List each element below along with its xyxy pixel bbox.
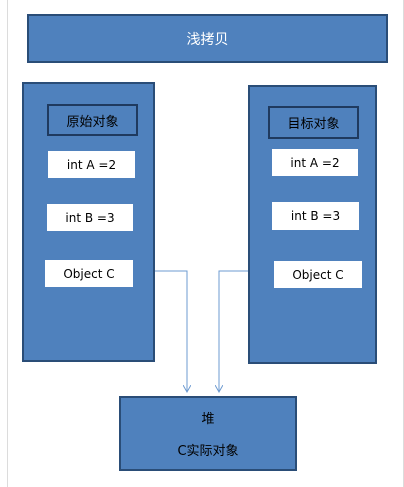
target-object-panel: 目标对象 int A =2 int B =3 Object C [248, 85, 377, 364]
source-field-int-b-text: int B =3 [65, 210, 115, 225]
target-field-int-b: int B =3 [272, 202, 359, 230]
heap-title: 堆 [201, 412, 215, 427]
target-field-int-b-text: int B =3 [290, 209, 341, 223]
target-field-object-c-text: Object C [292, 267, 344, 282]
target-object-label: 目标对象 [268, 106, 359, 139]
source-reference-arrow [155, 270, 187, 391]
source-object-label: 原始对象 [47, 104, 138, 136]
target-reference-arrow [219, 270, 248, 391]
diagram-title-text: 浅拷贝 [186, 31, 229, 48]
gridline [7, 0, 8, 487]
heap-subtitle: C实际对象 [177, 444, 239, 459]
source-field-int-a-text: int A =2 [66, 157, 117, 172]
target-field-object-c: Object C [274, 261, 362, 288]
source-field-int-b: int B =3 [47, 204, 133, 231]
source-field-int-a: int A =2 [48, 151, 135, 178]
diagram-title: 浅拷贝 [27, 14, 388, 63]
heap-object-box: 堆 C实际对象 [119, 396, 297, 471]
source-object-label-text: 原始对象 [66, 114, 119, 130]
source-object-panel: 原始对象 int A =2 int B =3 Object C [22, 82, 155, 362]
target-field-int-a: int A =2 [272, 149, 358, 176]
target-field-int-a-text: int A =2 [290, 155, 340, 170]
source-field-object-c: Object C [45, 260, 133, 287]
target-object-label-text: 目标对象 [287, 117, 340, 132]
source-field-object-c-text: Object C [63, 266, 115, 281]
